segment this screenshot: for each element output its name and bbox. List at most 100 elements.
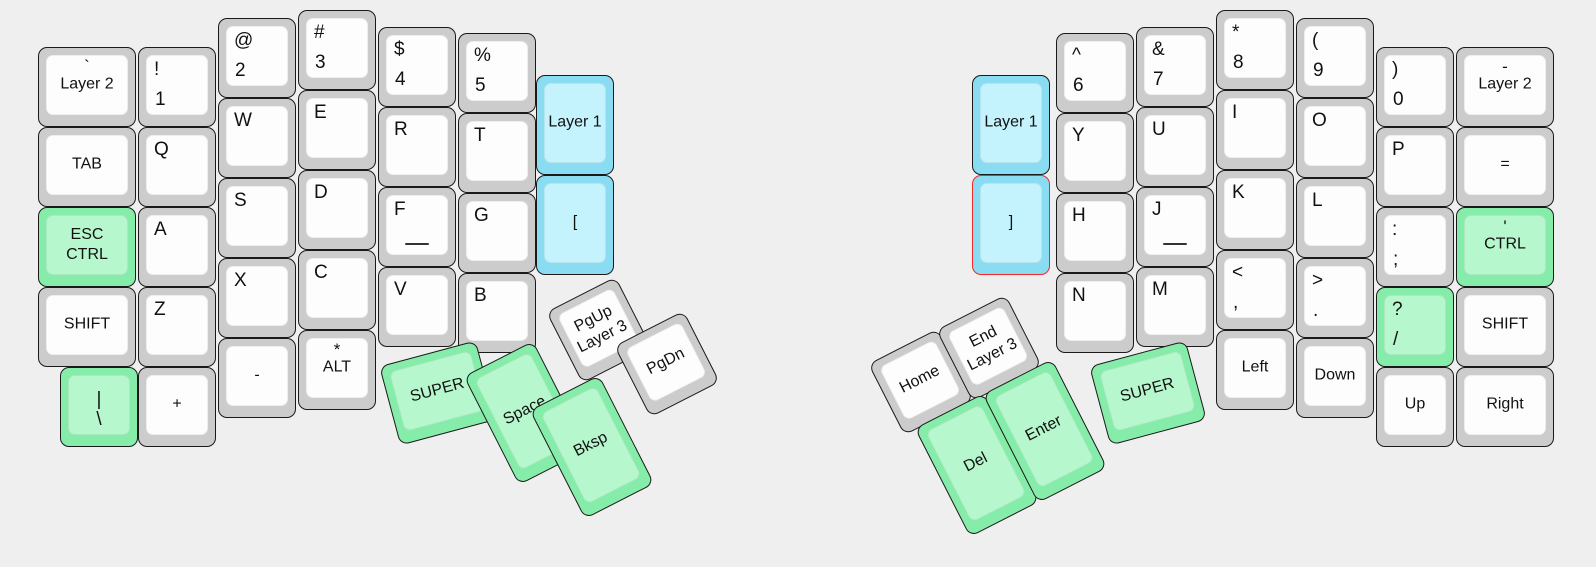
key-quote-ctrl[interactable]: 'CTRL [1456, 207, 1554, 287]
key-tab[interactable]: TAB [38, 127, 136, 207]
key-cap: *ALT [306, 338, 368, 398]
key-p[interactable]: P [1376, 127, 1454, 207]
key-left-arrow[interactable]: Left [1216, 330, 1294, 410]
key-lt-comma[interactable]: <, [1216, 250, 1294, 330]
key-layer1-right[interactable]: Layer 1 [972, 75, 1050, 175]
key-legend: \ [96, 409, 102, 430]
key-o[interactable]: O [1296, 98, 1374, 178]
key-cap: O [1304, 106, 1366, 166]
key-plus[interactable]: + [138, 367, 216, 447]
key-equals[interactable]: = [1456, 127, 1554, 207]
key-shift[interactable]: SHIFT [38, 287, 136, 367]
key-cap: `Layer 2 [46, 55, 128, 115]
key-legend: ) [1392, 59, 1399, 80]
key-cap: :; [1384, 215, 1446, 275]
key-c[interactable]: C [298, 250, 376, 330]
key-legend: 6 [1073, 75, 1084, 96]
key-cap: U [1144, 115, 1206, 175]
key-legend: ( [1312, 30, 1319, 51]
key-right-arrow[interactable]: Right [1456, 367, 1554, 447]
key-asterisk-8[interactable]: *8 [1216, 10, 1294, 90]
key-e[interactable]: E [298, 90, 376, 170]
key-shift-right[interactable]: SHIFT [1456, 287, 1554, 367]
key-legend: Layer 2 [60, 75, 114, 93]
key-z[interactable]: Z [138, 287, 216, 367]
key-cap: Q [146, 135, 208, 195]
key-pipe-backslash[interactable]: |\ [60, 367, 138, 447]
key-n[interactable]: N [1056, 273, 1134, 353]
key-bracket-right[interactable]: ] [972, 175, 1050, 275]
key-f[interactable]: F [378, 187, 456, 267]
key-paren-open-9[interactable]: (9 [1296, 18, 1374, 98]
key-d[interactable]: D [298, 170, 376, 250]
key-legend: 8 [1233, 52, 1244, 73]
key-legend: I [1232, 102, 1238, 123]
key-caret-6[interactable]: ^6 [1056, 33, 1134, 113]
key-b[interactable]: B [458, 273, 536, 353]
key-y[interactable]: Y [1056, 113, 1134, 193]
key-cap: G [466, 201, 528, 261]
key-bracket-left[interactable]: [ [536, 175, 614, 275]
key-cap: X [226, 266, 288, 326]
key-paren-close-0[interactable]: )0 [1376, 47, 1454, 127]
key-cap: W [226, 106, 288, 166]
key-cap: ESC CTRL [46, 215, 128, 275]
key-ampersand-7[interactable]: &7 [1136, 27, 1214, 107]
key-cap: Layer 1 [980, 83, 1042, 163]
key-l[interactable]: L [1296, 178, 1374, 258]
key-exclaim-1[interactable]: !1 [138, 47, 216, 127]
key-w[interactable]: W [218, 98, 296, 178]
key-legend: L [1312, 190, 1323, 211]
key-up-arrow[interactable]: Up [1376, 367, 1454, 447]
key-cap: B [466, 281, 528, 341]
key-legend: [ [572, 213, 578, 231]
key-cap: Right [1464, 375, 1546, 435]
key-layer1-left[interactable]: Layer 1 [536, 75, 614, 175]
key-legend: ` [84, 57, 90, 76]
key-a[interactable]: A [138, 207, 216, 287]
key-cap: 'CTRL [1464, 215, 1546, 275]
homing-bar-icon [1163, 243, 1187, 245]
key-t[interactable]: T [458, 113, 536, 193]
key-s[interactable]: S [218, 178, 296, 258]
key-x[interactable]: X [218, 258, 296, 338]
key-v[interactable]: V [378, 267, 456, 347]
key-legend: = [1500, 155, 1510, 173]
key-j[interactable]: J [1136, 187, 1214, 267]
key-legend: A [154, 219, 167, 240]
key-u[interactable]: U [1136, 107, 1214, 187]
key-esc-ctrl[interactable]: ESC CTRL [38, 207, 136, 287]
key-at-2[interactable]: @2 [218, 18, 296, 98]
key-cap: P [1384, 135, 1446, 195]
key-legend: Q [154, 139, 169, 160]
key-legend: PgDn [643, 344, 688, 379]
key-g[interactable]: G [458, 193, 536, 273]
key-minus-layer2[interactable]: -Layer 2 [1456, 47, 1554, 127]
key-cap: D [306, 178, 368, 238]
key-legend: R [394, 119, 408, 140]
key-minus[interactable]: - [218, 338, 296, 418]
key-hash-3[interactable]: #3 [298, 10, 376, 90]
key-cap: (9 [1304, 26, 1366, 86]
key-r[interactable]: R [378, 107, 456, 187]
key-legend: 0 [1393, 89, 1404, 110]
key-grave-layer2[interactable]: `Layer 2 [38, 47, 136, 127]
key-cap: $4 [386, 35, 448, 95]
key-m[interactable]: M [1136, 267, 1214, 347]
key-i[interactable]: I [1216, 90, 1294, 170]
key-down-arrow[interactable]: Down [1296, 338, 1374, 418]
key-cap: >. [1304, 266, 1366, 326]
key-colon-semicolon[interactable]: :; [1376, 207, 1454, 287]
key-super-right[interactable]: SUPER [1089, 340, 1207, 446]
key-h[interactable]: H [1056, 193, 1134, 273]
key-legend: TAB [72, 155, 102, 173]
key-question-slash[interactable]: ?/ [1376, 287, 1454, 367]
key-dollar-4[interactable]: $4 [378, 27, 456, 107]
key-k[interactable]: K [1216, 170, 1294, 250]
key-gt-period[interactable]: >. [1296, 258, 1374, 338]
key-percent-5[interactable]: %5 [458, 33, 536, 113]
key-legend: K [1232, 182, 1245, 203]
key-legend: ? [1392, 299, 1403, 320]
key-asterisk-alt[interactable]: *ALT [298, 330, 376, 410]
key-q[interactable]: Q [138, 127, 216, 207]
